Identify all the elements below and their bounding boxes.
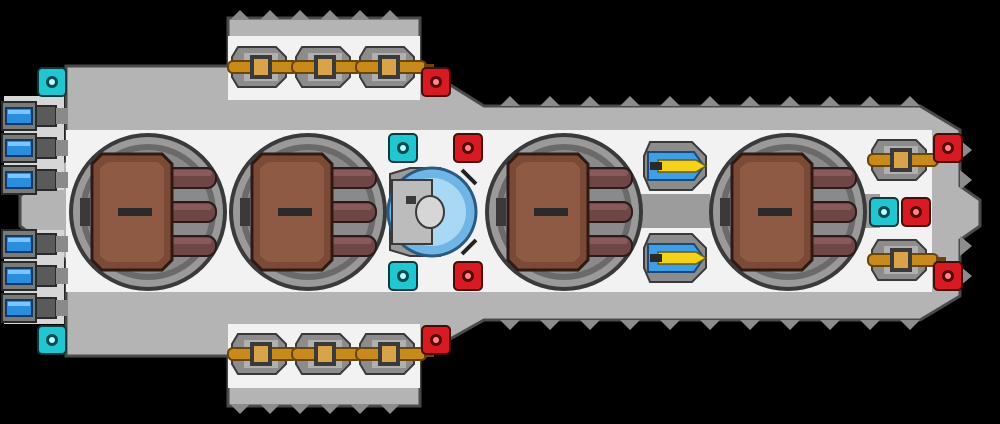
heavy-turret-2[interactable]	[227, 131, 389, 293]
armor-node-3[interactable]	[453, 133, 483, 163]
armor-node-1[interactable]	[421, 67, 451, 97]
heavy-turret-1[interactable]	[67, 131, 229, 293]
shield-node-4[interactable]	[388, 261, 418, 291]
armor-node-5[interactable]	[933, 133, 963, 163]
armor-node-7[interactable]	[933, 261, 963, 291]
shield-node-5[interactable]	[869, 197, 899, 227]
shield-node-1[interactable]	[37, 67, 67, 97]
shield-node-2[interactable]	[37, 325, 67, 355]
armor-node-2[interactable]	[421, 325, 451, 355]
heavy-turret-3[interactable]	[483, 131, 645, 293]
heavy-turret-4[interactable]	[707, 131, 869, 293]
bridge-module[interactable]	[386, 166, 478, 258]
shield-node-3[interactable]	[388, 133, 418, 163]
armor-node-4[interactable]	[453, 261, 483, 291]
laser-emitter-2[interactable]	[643, 233, 707, 283]
laser-emitter-1[interactable]	[643, 141, 707, 191]
armor-node-6[interactable]	[901, 197, 931, 227]
